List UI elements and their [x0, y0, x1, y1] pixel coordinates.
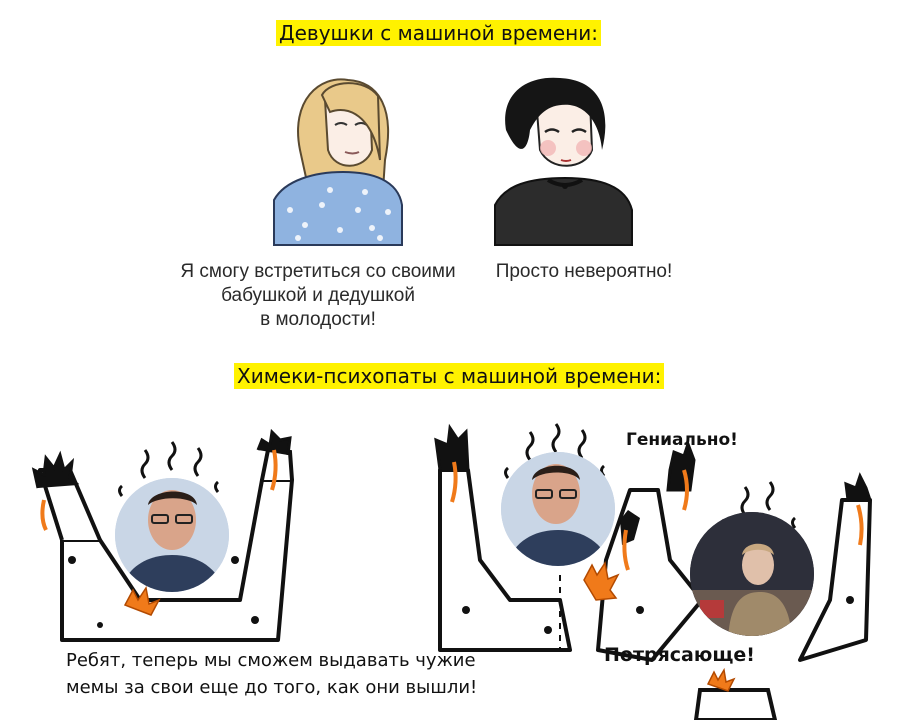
- top-heading: Девушки с машиной времени:: [276, 20, 601, 46]
- blonde-caption-line: бабушкой и дедушкой: [221, 285, 415, 306]
- speech-text: Ребят, теперь мы сможем выдавать чужие м…: [66, 647, 486, 701]
- blonde-caption-line: в молодости!: [260, 309, 376, 330]
- genius-label: Гениально!: [626, 430, 738, 450]
- bottom-heading: Химеки-психопаты с машиной времени:: [234, 363, 665, 389]
- blonde-caption: Я смогу встретиться со своими бабушкой и…: [158, 260, 478, 332]
- blonde-girl-drawing: [273, 78, 403, 246]
- speech-line: мемы за свои еще до того, как они вышли!: [66, 677, 478, 698]
- left-chemist-drawing: [31, 428, 294, 642]
- goth-caption: Просто невероятно!: [495, 261, 673, 282]
- right-chemists-drawing: [434, 423, 872, 720]
- blonde-caption-line: Я смогу встретиться со своими: [180, 261, 456, 282]
- speech-line: Ребят, теперь мы сможем выдавать чужие: [66, 650, 476, 671]
- goth-girl-drawing: [494, 77, 633, 246]
- awesome-label: Потрясающе!: [604, 644, 755, 666]
